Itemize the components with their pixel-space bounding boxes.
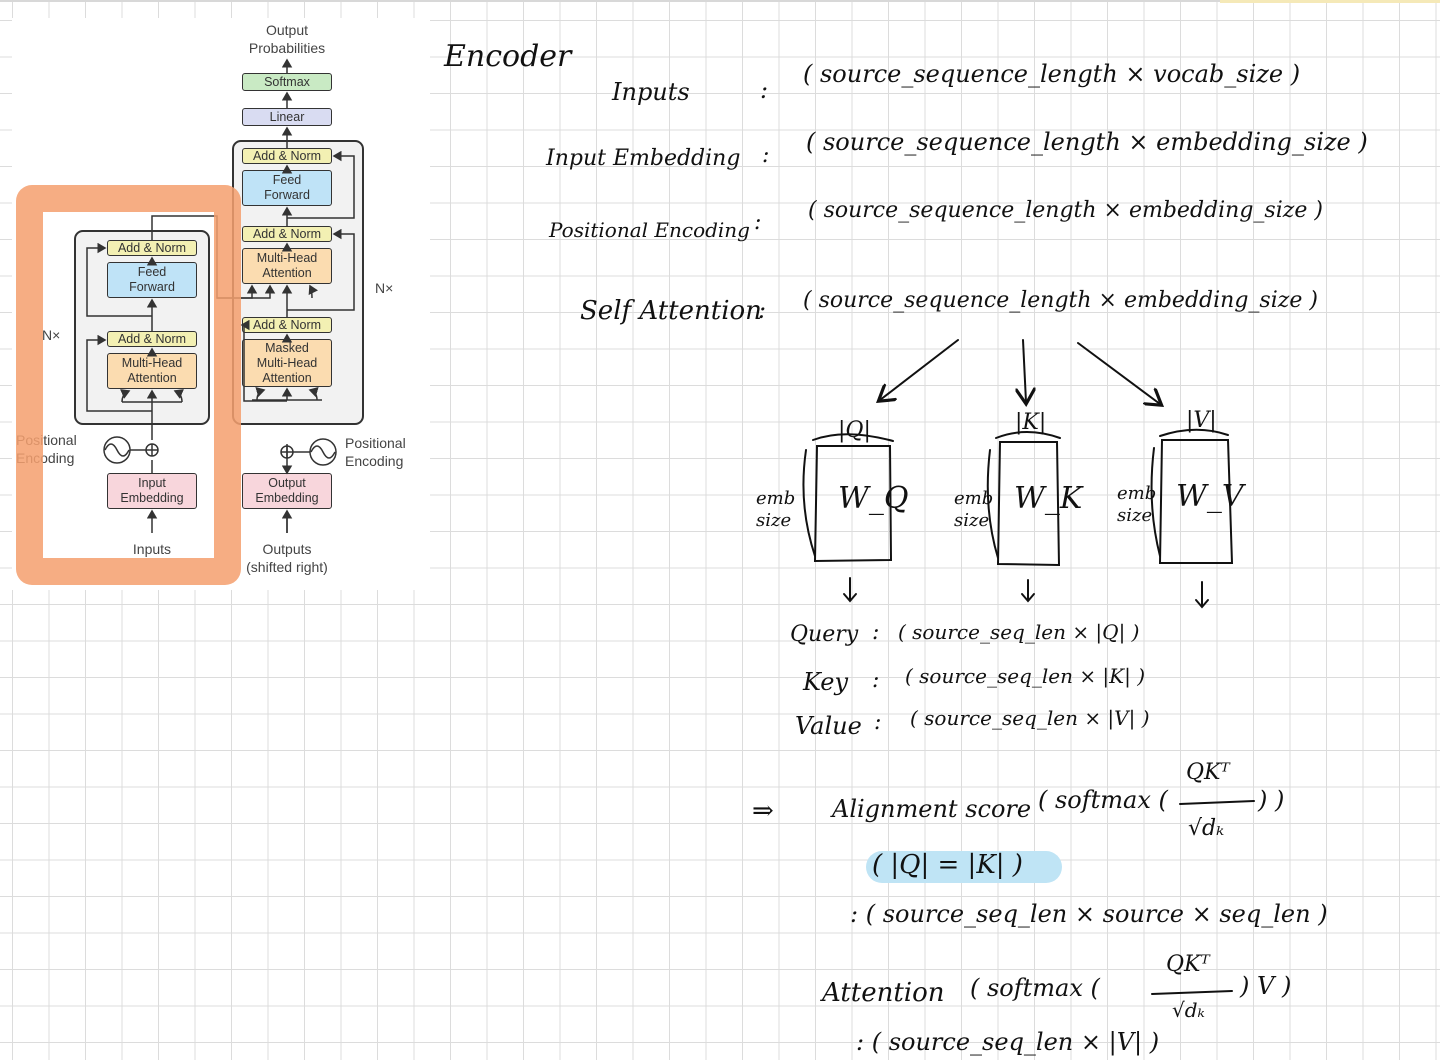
attention-frac-num: QKᵀ bbox=[1166, 952, 1210, 977]
attention-frac-den: √dₖ bbox=[1172, 998, 1205, 1022]
decoder-add-norm-low: Add & Norm bbox=[242, 317, 332, 333]
wq-side-label: emb size bbox=[756, 488, 796, 531]
row-inputs-colon: : bbox=[760, 76, 769, 104]
outputs-label: Outputs (shifted right) bbox=[246, 541, 328, 575]
row-self-attention-colon: : bbox=[758, 296, 767, 324]
wk-name: W_K bbox=[1014, 481, 1083, 516]
attention-label: Attention bbox=[822, 978, 945, 1008]
encoder-add-norm-low: Add & Norm bbox=[107, 331, 197, 347]
decoder-nx-label: N× bbox=[375, 280, 394, 296]
implies-arrow: ⇒ bbox=[752, 796, 774, 826]
wv-name: W_V bbox=[1176, 479, 1244, 514]
attention-close: ) V ) bbox=[1240, 972, 1292, 1000]
top-tab-marker bbox=[1220, 0, 1440, 3]
key-label: Key bbox=[803, 668, 849, 696]
row-self-attention-label: Self Attention bbox=[580, 296, 762, 326]
row-input-embedding-label: Input Embedding bbox=[546, 146, 741, 171]
attention-shape: : ( source_seq_len × |V| ) bbox=[856, 1028, 1160, 1056]
decoder-add-norm-mid: Add & Norm bbox=[242, 226, 332, 242]
row-positional-encoding-colon: : bbox=[754, 210, 762, 235]
row-input-embedding-shape: ( source_sequence_length × embedding_siz… bbox=[806, 128, 1368, 156]
alignment-frac-num: QKᵀ bbox=[1186, 760, 1230, 785]
query-colon: : bbox=[872, 620, 880, 645]
decoder-masked-attention: Masked Multi-Head Attention bbox=[242, 339, 332, 387]
encoder-feed-forward: Feed Forward bbox=[107, 262, 197, 298]
wk-top-label: |K| bbox=[1015, 410, 1047, 435]
query-label: Query bbox=[790, 622, 859, 647]
figure-connectors bbox=[86, 58, 355, 533]
row-positional-encoding-label: Positional Encoding bbox=[549, 218, 750, 242]
notes-title: Encoder bbox=[444, 39, 572, 74]
row-input-embedding-colon: : bbox=[762, 143, 770, 168]
softmax-block: Softmax bbox=[242, 73, 332, 91]
row-inputs-label: Inputs bbox=[612, 78, 690, 106]
condition-text: ( |Q| = |K| ) bbox=[872, 850, 1023, 880]
condition-highlight bbox=[866, 851, 1062, 883]
key-shape: ( source_seq_len × |K| ) bbox=[905, 664, 1146, 688]
output-probabilities-label: Output Probabilities bbox=[248, 22, 326, 56]
wv-side-label: emb size bbox=[1117, 483, 1157, 526]
value-label: Value bbox=[795, 712, 862, 740]
value-shape: ( source_seq_len × |V| ) bbox=[910, 706, 1150, 730]
wk-side-label: emb size bbox=[954, 488, 994, 531]
row-self-attention-shape: ( source_sequence_length × embedding_siz… bbox=[803, 288, 1318, 313]
query-shape: ( source_seq_len × |Q| ) bbox=[898, 620, 1140, 644]
encoder-add-norm-top: Add & Norm bbox=[107, 240, 197, 256]
wv-top-label: |V| bbox=[1186, 408, 1217, 433]
linear-block: Linear bbox=[242, 108, 332, 126]
row-positional-encoding-shape: ( source_sequence_length × embedding_siz… bbox=[808, 198, 1323, 223]
wq-name: W_Q bbox=[838, 481, 909, 516]
inputs-label: Inputs bbox=[132, 541, 172, 557]
alignment-shape: : ( source_seq_len × source × seq_len ) bbox=[850, 900, 1328, 928]
top-border bbox=[0, 0, 1440, 2]
row-inputs-shape: ( source_sequence_length × vocab_size ) bbox=[803, 60, 1301, 88]
value-colon: : bbox=[874, 710, 882, 735]
alignment-label: Alignment score bbox=[832, 795, 1032, 823]
right-positional-encoding-label: Positional Encoding bbox=[345, 435, 406, 469]
key-colon: : bbox=[872, 668, 880, 693]
alignment-frac-den: √dₖ bbox=[1188, 816, 1225, 841]
alignment-fn: ( softmax ( bbox=[1038, 786, 1168, 814]
encoder-nx-label: N× bbox=[42, 327, 61, 343]
alignment-close: ) ) bbox=[1258, 786, 1285, 814]
input-embedding-block: Input Embedding bbox=[107, 473, 197, 509]
decoder-add-norm-top: Add & Norm bbox=[242, 148, 332, 164]
attention-fn: ( softmax ( bbox=[970, 974, 1100, 1002]
